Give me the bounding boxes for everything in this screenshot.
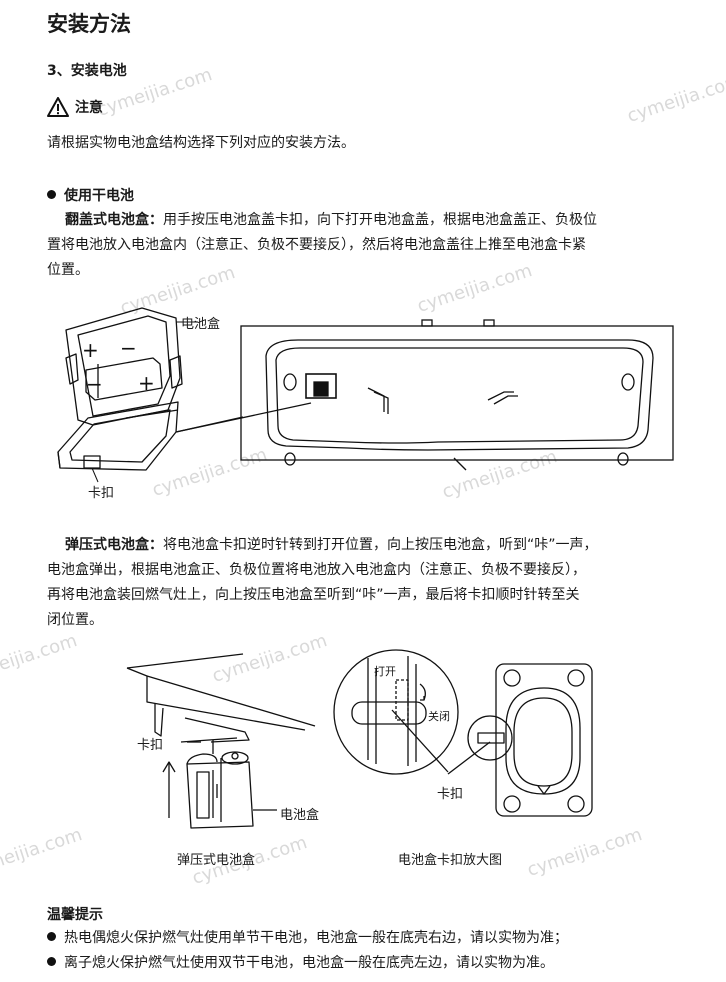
notice-label: 注意: [75, 100, 103, 116]
spring-clip-label: 卡扣: [137, 738, 164, 753]
spring-label: 弹压式电池盒：: [65, 537, 163, 553]
notice-heading: 注意: [47, 97, 103, 117]
svg-text:−: −: [86, 372, 103, 396]
bullet-icon: [47, 932, 56, 941]
spring-box-label: 电池盒: [280, 808, 320, 823]
svg-text:−: −: [120, 336, 137, 360]
open-label: 打开: [374, 665, 396, 678]
spring-text-2: 电池盒弹出，根据电池盒正、负极位置将电池放入电池盒内（注意正、负极不要接反），: [47, 562, 586, 578]
flip-text-1: 用手按压电池盒盖卡扣，向下打开电池盒盖，根据电池盒盖正、负极位: [163, 212, 597, 228]
tip-text: 离子熄火保护燃气灶使用双节干电池，电池盒一般在底壳左边，请以实物为准。: [64, 955, 554, 971]
spring-text-3: 再将电池盒装回燃气灶上，向上按压电池盒至听到“咔”一声，最后将卡扣顺时针转至关: [47, 587, 580, 603]
zoom-caption: 电池盒卡扣放大图: [398, 853, 503, 868]
zoom-clip-label: 卡扣: [437, 787, 464, 802]
tip-item: 离子熄火保护燃气灶使用双节干电池，电池盒一般在底壳左边，请以实物为准。: [47, 951, 707, 976]
watermark: cymeijia.com: [0, 824, 85, 881]
flip-label: 翻盖式电池盒：: [65, 212, 163, 228]
flip-text-3: 位置。: [47, 262, 89, 278]
tips-heading: 温馨提示: [47, 907, 103, 923]
spring-text-4: 闭位置。: [47, 612, 103, 628]
tips-list: 热电偶熄火保护燃气灶使用单节干电池，电池盒一般在底壳右边，请以实物为准； 离子熄…: [47, 926, 707, 976]
clip-label: 卡扣: [88, 486, 115, 501]
battery-box-label: 电池盒: [181, 317, 221, 332]
flip-paragraph: 翻盖式电池盒：用手按压电池盒盖卡扣，向下打开电池盒盖，根据电池盒盖正、负极位 置…: [47, 208, 687, 283]
flip-battery-box-figure: + − − +: [57, 307, 674, 483]
dry-battery-heading: 使用干电池: [47, 185, 134, 205]
clip-zoom-figure: [333, 649, 593, 817]
close-label: 关闭: [428, 710, 450, 723]
bullet-icon: [47, 957, 56, 966]
notice-text: 请根据实物电池盒结构选择下列对应的安装方法。: [47, 135, 355, 151]
bullet-icon: [47, 190, 56, 199]
page-title: 安装方法: [47, 12, 131, 36]
tip-text: 热电偶熄火保护燃气灶使用单节干电池，电池盒一般在底壳右边，请以实物为准；: [64, 930, 568, 946]
spring-battery-box-figure: [126, 653, 316, 829]
dry-battery-heading-text: 使用干电池: [64, 188, 134, 204]
spring-paragraph: 弹压式电池盒：将电池盒卡扣逆时针转到打开位置，向上按压电池盒，听到“咔”一声， …: [47, 533, 687, 633]
watermark: cymeijia.com: [624, 70, 726, 127]
flip-text-2: 置将电池放入电池盒内（注意正、负极不要接反），然后将电池盒盖往上推至电池盒卡紧: [47, 237, 586, 253]
section-heading: 3、安装电池: [47, 63, 127, 79]
svg-text:+: +: [138, 371, 155, 395]
svg-text:+: +: [82, 338, 99, 362]
spring-caption: 弹压式电池盒: [177, 853, 256, 868]
tip-item: 热电偶熄火保护燃气灶使用单节干电池，电池盒一般在底壳右边，请以实物为准；: [47, 926, 707, 951]
spring-text-1: 将电池盒卡扣逆时针转到打开位置，向上按压电池盒，听到“咔”一声，: [163, 537, 598, 553]
watermark: cymeijia.com: [0, 630, 80, 687]
warning-icon: [47, 97, 69, 117]
